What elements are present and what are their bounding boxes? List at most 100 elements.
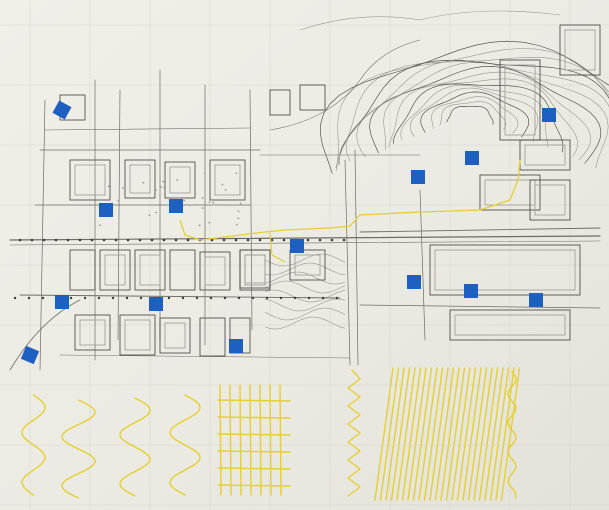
tree-dot [221,183,224,186]
yellow-slanted-stroke [495,367,515,501]
building-outline [69,159,111,201]
blue-square-marker [290,239,304,253]
yellow-route [179,159,521,263]
tree-dot [209,296,213,300]
yellow-cross-tie [217,484,291,487]
blue-square-marker [149,297,163,311]
yellow-straight-stroke [249,384,252,496]
road-horizontal [9,240,601,246]
road-curve [269,39,421,131]
road-horizontal [44,127,251,131]
tree-dot [195,296,199,300]
tree-dot [201,207,204,210]
tree-dot [237,217,240,220]
tree-dot [90,238,94,242]
building-outline [529,179,571,221]
tree-dot [27,296,31,300]
tree-dot [41,296,45,300]
tree-dot [66,238,70,242]
tree-dot [293,296,297,300]
yellow-cross-tie [217,467,291,470]
road-horizontal [9,235,601,241]
road-vertical [117,89,121,341]
tree-dot [342,238,346,242]
blue-square-marker [465,151,479,165]
tree-dot [246,238,250,242]
tree-dot [102,238,106,242]
road-network [9,10,601,371]
yellow-slanted-stroke [390,367,411,501]
tree-dot [114,238,118,242]
tree-dot [318,238,322,242]
tree-dot [162,238,166,242]
contour-line [264,289,346,303]
building-inner-outline [504,64,536,136]
tree-dot [159,186,162,188]
yellow-slanted-stroke [401,367,422,501]
tree-dot [330,238,334,242]
building-outline [124,159,156,199]
building-outline [169,249,196,291]
building-inner-outline [294,254,321,276]
tree-dot [335,296,339,300]
tree-dot [138,238,142,242]
yellow-slanted-stroke [445,367,466,501]
yellow-slanted-stroke [396,367,416,501]
building-outline [159,317,191,354]
yellow-slanted-stroke [473,367,493,501]
yellow-zigzag-stroke [347,369,361,497]
blue-square-marker [99,203,113,217]
tree-dot [174,238,178,242]
tree-dot [148,214,151,217]
yellow-straight-stroke [279,384,282,496]
yellow-stroke-studies [21,367,521,501]
road-vertical [419,189,426,341]
building-inner-outline [214,164,241,196]
tree-dot [258,238,262,242]
building-inner-outline [204,256,226,286]
tree-dot [107,185,110,188]
road-horizontal [359,304,601,309]
contour-line [264,316,346,330]
building-outline [199,317,226,357]
tree-dot [198,224,201,227]
contour-line [264,280,346,294]
contour-line [264,271,346,285]
road-horizontal [19,294,341,299]
contour-line [383,71,591,161]
building-outline [134,249,166,291]
yellow-cross-tie [217,433,291,436]
yellow-slanted-stroke [407,367,427,501]
building-outline [199,251,231,291]
blue-square-marker [411,170,425,184]
building-outline [119,314,156,356]
tree-dot [307,296,311,300]
tree-dot [121,186,124,189]
yellow-slanted-stroke [374,367,394,501]
tree-dot [239,202,242,205]
yellow-straight-stroke [239,384,242,496]
tree-dot [201,197,204,199]
contour-line [446,105,494,125]
tree-dot [224,189,227,191]
tree-dot [222,238,226,242]
road-vertical [344,159,351,366]
building-outline [164,161,196,199]
road-horizontal [359,227,601,233]
contour-line [439,101,507,130]
tree-dot [162,180,165,183]
building-outline [299,84,326,111]
yellow-slanted-stroke [500,367,521,501]
road-curve [299,10,561,31]
building-outline [209,159,246,201]
yellow-wavy-stroke [507,371,517,499]
tree-dot [30,238,34,242]
building-inner-outline [139,254,161,286]
road-horizontal [59,354,351,359]
tree-dot [111,296,115,300]
yellow-slanted-stroke [434,367,455,501]
building-outline [429,244,581,296]
tree-dot [235,172,238,175]
yellow-loop-stroke [61,399,96,499]
